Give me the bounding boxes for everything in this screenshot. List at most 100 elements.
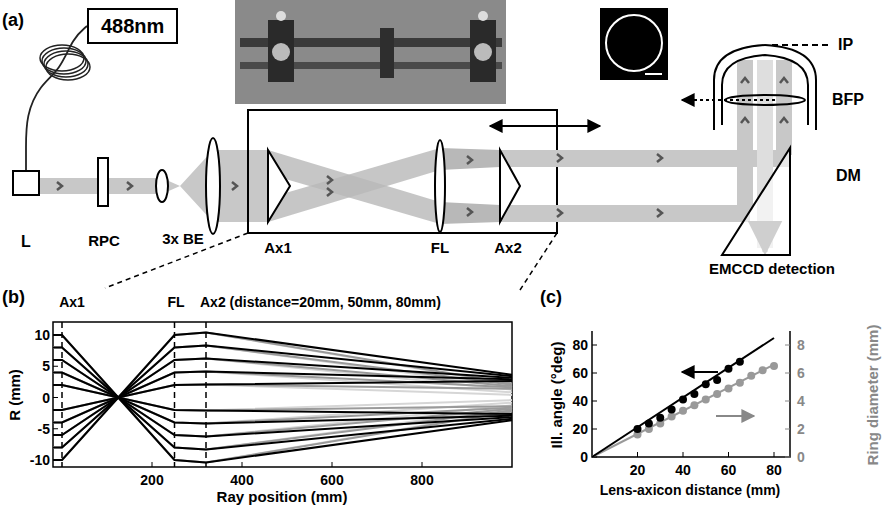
node-label: L [21, 233, 31, 251]
tick-label: 5 [42, 359, 50, 373]
output-beam [500, 205, 750, 222]
tick-label: 80 [766, 463, 782, 477]
part-name: FL [431, 240, 449, 255]
part-name: DM [836, 168, 861, 184]
plot-frame [53, 322, 512, 467]
lens [435, 140, 445, 232]
data-point [713, 390, 721, 398]
tick-label: 0 [797, 450, 805, 464]
tick [53, 428, 58, 429]
tick [637, 452, 638, 457]
data-point [690, 390, 698, 398]
tick [152, 462, 153, 467]
illumination-ring [606, 15, 662, 71]
objective-housing [714, 45, 765, 130]
tick-label: 400 [230, 473, 253, 487]
tick-label: 40 [675, 463, 691, 477]
objective-housing [722, 55, 808, 125]
tick-label: 40 [572, 394, 588, 408]
plot-axes [592, 331, 790, 457]
ray [53, 346, 512, 448]
axis-title: Ill. angle (°deg) [549, 342, 564, 449]
data-point [747, 372, 755, 380]
ray [53, 372, 512, 423]
tick [592, 373, 597, 374]
tick [785, 345, 790, 346]
bfp-arrow [682, 99, 775, 101]
data-point [656, 414, 664, 422]
beam-chevron [780, 78, 788, 83]
data-point [679, 396, 687, 404]
tick-label: 8 [797, 338, 805, 352]
tick [53, 397, 58, 398]
zoom-line [520, 233, 557, 290]
tick-label: 600 [320, 473, 343, 487]
panel-letter: (a) [2, 11, 24, 29]
tick [592, 401, 597, 402]
ray [53, 348, 512, 450]
objective-housing [765, 45, 816, 130]
beam-chevron [127, 182, 132, 190]
ray [53, 335, 512, 463]
data-point [645, 419, 653, 427]
ray [53, 335, 512, 463]
axis-title: Ray position (mm) [217, 489, 348, 504]
objective [714, 45, 816, 130]
beam-chevron [467, 156, 472, 164]
data-point [679, 407, 687, 415]
tick-label: 10 [34, 328, 50, 342]
tick [422, 462, 423, 467]
reflected-beam [737, 60, 753, 210]
photo-screw [276, 11, 286, 21]
data-point [713, 376, 721, 384]
beam-chevron [232, 182, 237, 190]
setup-photo [235, 0, 506, 104]
dichroic-mirror [722, 148, 790, 255]
data-point [725, 365, 733, 373]
part-name: Ax2 (distance=20mm, 50mm, 80mm) [200, 295, 441, 309]
rpc-plate [98, 158, 108, 206]
beam-chevron [57, 182, 62, 190]
photo-optic [474, 43, 492, 61]
photo-optic [272, 43, 290, 61]
data-point [725, 384, 733, 392]
axis-title: Lens-axicon distance (mm) [600, 483, 781, 497]
axicon [268, 150, 290, 222]
ray [53, 346, 512, 448]
expanded-beam [213, 150, 268, 222]
tick [774, 452, 775, 457]
plane-name: BFP [832, 92, 864, 108]
ray [53, 348, 512, 450]
tick-label: 80 [572, 338, 588, 352]
detector-name: EMCCD detection [709, 261, 835, 276]
translation-arrow [490, 125, 600, 127]
tick-label: 800 [410, 473, 433, 487]
tick-label: 60 [572, 366, 588, 380]
element-plane [61, 322, 63, 467]
part-name: RPC [88, 233, 120, 248]
beam-chevron [657, 154, 662, 162]
tick [785, 401, 790, 402]
data-point [668, 405, 676, 413]
fit-line [592, 365, 774, 457]
photo-mount [470, 20, 496, 82]
lens [206, 138, 220, 234]
part-name: FL [167, 295, 184, 309]
fiber-loop [46, 54, 90, 80]
tick [242, 462, 243, 467]
tick [592, 345, 597, 346]
data-point [770, 362, 778, 370]
ray [53, 373, 512, 424]
beam-chevrons [57, 78, 788, 217]
data-point [736, 358, 744, 366]
ray [53, 333, 512, 461]
reflected-beam [776, 60, 792, 155]
tick [53, 335, 58, 336]
tick-label: 0 [580, 450, 588, 464]
beam [440, 202, 500, 224]
ray [53, 348, 512, 450]
data-point [690, 401, 698, 409]
ray-plot [53, 322, 512, 467]
tick-label: -5 [38, 422, 50, 436]
beam-chevron [741, 118, 749, 123]
